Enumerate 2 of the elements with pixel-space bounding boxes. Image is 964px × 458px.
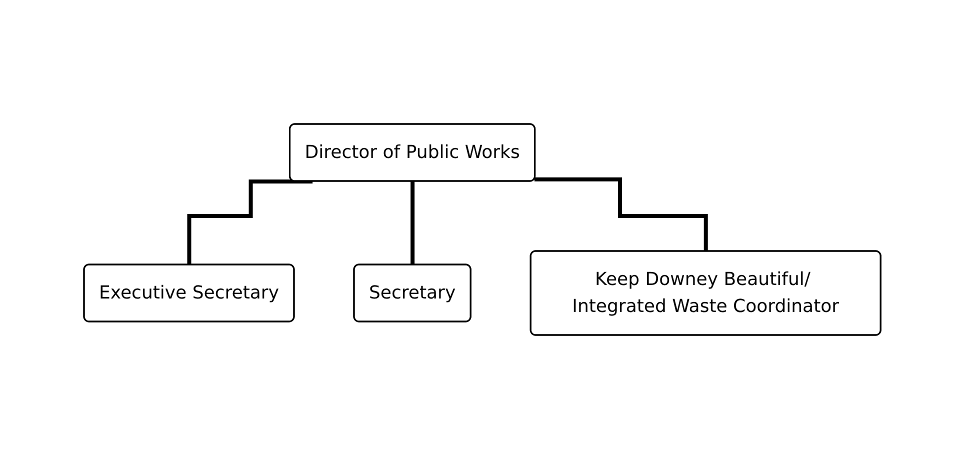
connector — [186, 179, 312, 266]
connector — [410, 179, 414, 266]
